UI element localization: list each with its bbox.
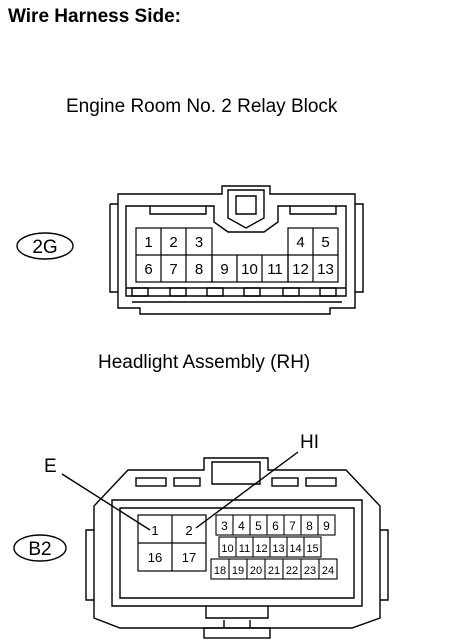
pin-b2-13: 13 (272, 543, 284, 555)
pin-2g-10: 10 (241, 261, 258, 278)
connector-b2-large-pins (137, 514, 207, 572)
connector-2g-housing (117, 185, 356, 315)
callout-e-label: E (44, 456, 57, 477)
page-heading: Wire Harness Side: (8, 6, 182, 27)
pin-b2-17: 17 (182, 550, 196, 565)
pin-b2-19: 19 (232, 565, 244, 577)
callout-hi-label: HI (300, 432, 319, 453)
pin-b2-10: 10 (221, 543, 233, 555)
connector-2g-code: 2G (32, 237, 57, 258)
pin-2g-6: 6 (144, 261, 152, 278)
pin-b2-7: 7 (289, 519, 296, 533)
relay-block-title: Engine Room No. 2 Relay Block (66, 96, 338, 117)
connector-b2: B2 E HI (13, 432, 389, 639)
pin-2g-12: 12 (292, 261, 309, 278)
callout-hi-line (195, 451, 299, 529)
pin-b2-12: 12 (255, 543, 267, 555)
pin-2g-9: 9 (220, 261, 228, 278)
pin-b2-14: 14 (289, 543, 301, 555)
connector-2g-latch (227, 189, 265, 229)
pin-2g-3: 3 (195, 234, 203, 251)
connector-2g: 2G (16, 185, 364, 315)
pin-2g-5: 5 (321, 234, 329, 251)
connector-b2-code: B2 (28, 539, 51, 560)
pin-b2-2: 2 (185, 523, 192, 538)
pin-b2-18: 18 (214, 565, 226, 577)
pin-2g-1: 1 (144, 234, 152, 251)
pin-b2-23: 23 (304, 565, 316, 577)
connector-b2-small-pins (210, 514, 338, 580)
pin-b2-20: 20 (250, 565, 262, 577)
pin-2g-8: 8 (195, 261, 203, 278)
pin-b2-1: 1 (151, 523, 158, 538)
connector-2g-code-oval (16, 232, 74, 260)
pin-b2-8: 8 (306, 519, 313, 533)
connector-2g-pins (135, 227, 339, 283)
pin-2g-7: 7 (169, 261, 177, 278)
pin-b2-11: 11 (239, 543, 250, 555)
pin-b2-22: 22 (286, 565, 298, 577)
pin-b2-4: 4 (238, 519, 245, 533)
pin-2g-11: 11 (267, 261, 283, 278)
pin-2g-2: 2 (169, 234, 177, 251)
connector-2g-pegs (131, 287, 342, 303)
pin-b2-15: 15 (306, 543, 318, 555)
pin-b2-16: 16 (148, 550, 162, 565)
pin-b2-24: 24 (322, 565, 334, 577)
pin-2g-13: 13 (317, 261, 334, 278)
connector-b2-housing (93, 457, 381, 629)
pin-b2-5: 5 (255, 519, 262, 533)
pin-2g-4: 4 (296, 234, 304, 251)
connector-b2-code-oval (13, 534, 67, 562)
pin-b2-6: 6 (272, 519, 279, 533)
pin-b2-3: 3 (221, 519, 228, 533)
headlight-assembly-title: Headlight Assembly (RH) (98, 352, 311, 373)
connector-b2-latch (211, 461, 261, 485)
pin-b2-9: 9 (323, 519, 330, 533)
pin-b2-21: 21 (268, 565, 280, 577)
connector-b2-slots (135, 477, 337, 487)
callout-e-line (61, 473, 151, 531)
